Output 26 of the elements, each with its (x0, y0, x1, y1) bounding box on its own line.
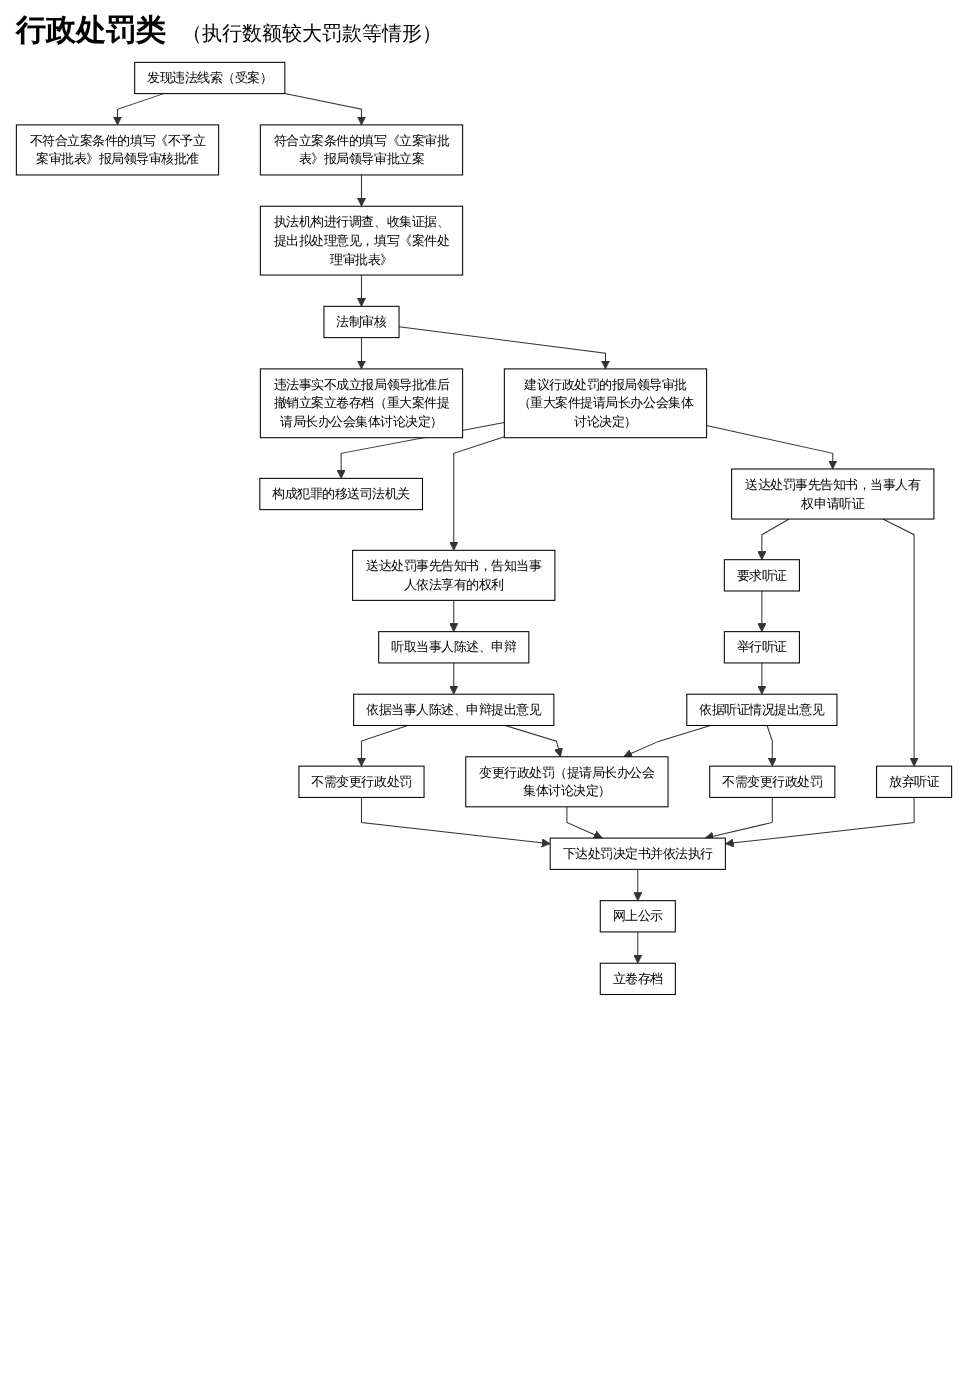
arrow (633, 931, 643, 964)
arrow (449, 436, 505, 551)
arrow (757, 518, 790, 561)
arrow (704, 796, 773, 841)
arrow (706, 425, 838, 470)
arrow (449, 599, 459, 633)
arrow (633, 868, 643, 902)
arrow (356, 724, 409, 767)
title: 行政处罚类 (16, 12, 166, 50)
note: （执行数额较大罚款等情形） (182, 21, 442, 48)
arrow (356, 174, 367, 207)
arrow (356, 337, 367, 370)
arrow (112, 93, 165, 126)
arrow (757, 590, 767, 633)
arrow (284, 92, 367, 126)
arrow (766, 724, 777, 767)
arrow (882, 518, 919, 767)
arrow (724, 796, 915, 848)
arrow (449, 662, 459, 695)
arrow (504, 724, 563, 758)
arrow (360, 796, 551, 848)
arrow (623, 724, 712, 758)
arrow (566, 806, 603, 839)
arrow (356, 274, 367, 307)
arrow (757, 662, 767, 695)
arrow (398, 326, 611, 370)
